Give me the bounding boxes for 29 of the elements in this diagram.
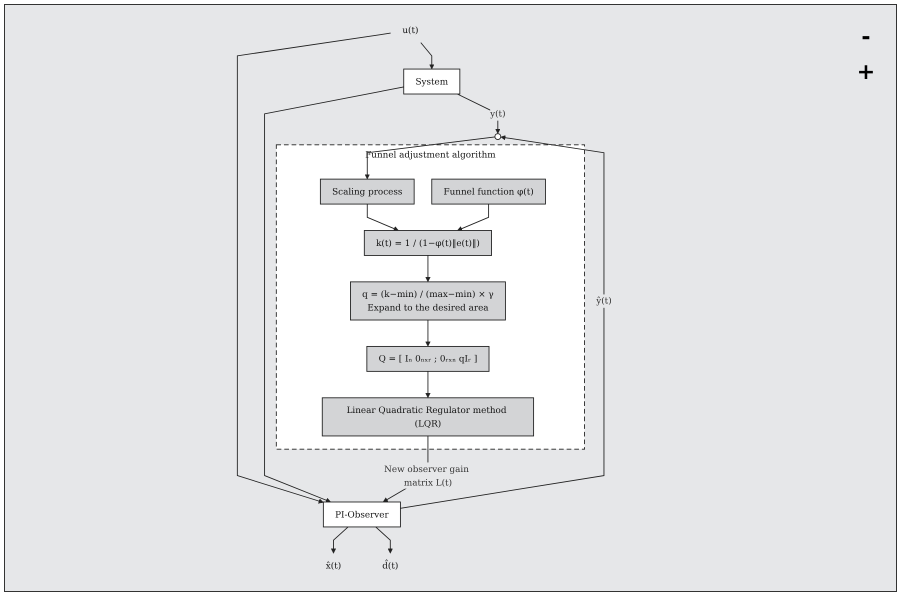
node-box: Linear Quadratic Regulator method (LQR) bbox=[322, 397, 534, 436]
edge-label: y(t) bbox=[490, 108, 506, 119]
node-box: Q = [ Iₙ 0ₙₓᵣ ; 0ᵣₓₙ qIᵣ ] bbox=[366, 346, 490, 372]
node-box: PI-Observer bbox=[322, 502, 401, 528]
node-text: d̂(t) bbox=[382, 560, 398, 571]
node-box: Funnel function φ(t) bbox=[431, 178, 546, 205]
edge-label: New observer gain matrix L(t) bbox=[384, 464, 469, 488]
arrow bbox=[420, 42, 434, 70]
node-box: k(t) = 1 / (1−φ(t)‖e(t)‖) bbox=[364, 230, 492, 256]
node-text: u(t) bbox=[402, 24, 418, 36]
arrow bbox=[425, 320, 431, 347]
arrow bbox=[366, 204, 399, 232]
arrow bbox=[236, 32, 392, 504]
sign-label: - bbox=[861, 25, 871, 50]
arrow bbox=[425, 255, 431, 282]
node-box: q = (k−min) / (max−min) × γ Expand to the desired area bbox=[350, 281, 506, 320]
sign-label: + bbox=[856, 60, 876, 85]
arrow bbox=[456, 94, 500, 134]
arrow bbox=[400, 135, 604, 509]
arrow bbox=[330, 526, 349, 554]
node-box: Scaling process bbox=[320, 178, 415, 205]
edge-label: ŷ(t) bbox=[596, 296, 612, 306]
node-box: System bbox=[403, 68, 460, 94]
node-circle bbox=[494, 133, 502, 140]
node-text: x̂(t) bbox=[326, 560, 342, 571]
arrow bbox=[425, 370, 431, 398]
arrow bbox=[375, 526, 393, 554]
arrow bbox=[264, 86, 404, 503]
arrow bbox=[457, 204, 490, 232]
